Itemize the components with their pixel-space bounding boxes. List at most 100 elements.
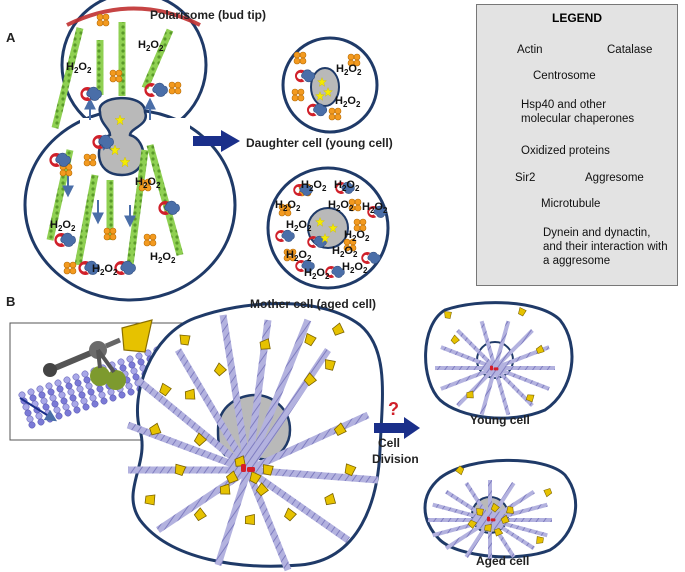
microtubule-subunit bbox=[63, 376, 71, 384]
sir2-star-icon bbox=[315, 216, 325, 227]
aggresome-icon bbox=[333, 422, 347, 436]
question-mark: ? bbox=[388, 399, 399, 419]
aggresome-icon bbox=[506, 506, 514, 514]
microtubule-subunit bbox=[26, 415, 34, 423]
sir2-star-icon bbox=[323, 86, 333, 97]
microtubule-subunit bbox=[40, 397, 48, 405]
aggresome-icon bbox=[262, 464, 274, 476]
aggresome-icon bbox=[331, 322, 345, 336]
microtubule-subunit bbox=[87, 388, 95, 396]
microtubule-subunit bbox=[38, 391, 46, 399]
h2o2-label: H2O2 bbox=[275, 199, 301, 213]
microtubule bbox=[493, 367, 511, 416]
aggresome-icon bbox=[219, 483, 231, 495]
legend-title: LEGEND bbox=[551, 11, 602, 25]
oxidized-protein-icon bbox=[373, 205, 387, 218]
h2o2-label: H2O2 bbox=[50, 219, 76, 233]
microtubule-subunit bbox=[29, 394, 37, 402]
chaperone-icon bbox=[307, 236, 317, 248]
mother-cell-label: Mother cell (aged cell) bbox=[250, 297, 377, 311]
catalase-icon bbox=[138, 178, 152, 192]
catalase-icon bbox=[96, 13, 110, 27]
aggresome-icon bbox=[344, 463, 357, 477]
catalase-icon bbox=[63, 261, 77, 275]
microtubule-subunit bbox=[18, 391, 26, 399]
microtubule-subunit bbox=[24, 409, 32, 417]
microtubule-subunit bbox=[132, 373, 140, 381]
centrosome-icon bbox=[490, 365, 499, 371]
microtubules-mother bbox=[126, 314, 379, 572]
microtubule-subunit bbox=[27, 388, 35, 396]
h2o2-label: H2O2 bbox=[286, 249, 312, 263]
aggresome-icon bbox=[179, 334, 191, 346]
microtubule bbox=[126, 421, 250, 474]
h2o2-label: H2O2 bbox=[286, 219, 312, 233]
oxidized-protein-icon bbox=[60, 232, 76, 247]
aggresome-icon bbox=[174, 463, 187, 476]
legend-hsp40-line1: Hsp40 and other bbox=[521, 99, 607, 111]
catalase-icon bbox=[348, 198, 362, 212]
polarisome-label: Polarisome (bud tip) bbox=[150, 8, 267, 22]
chaperone-icon bbox=[306, 103, 317, 117]
actin-filament bbox=[141, 28, 174, 90]
h2o2-label: H2O2 bbox=[301, 179, 327, 193]
h2o2-label: H2O2 bbox=[135, 176, 161, 190]
microtubule-subunit bbox=[49, 394, 57, 402]
h2o2-label: H2O2 bbox=[138, 39, 164, 53]
legend-oxidized: Oxidized proteins bbox=[521, 145, 610, 157]
microtubule-subunit bbox=[127, 388, 135, 396]
legend-dynein-line1: Dynein and dynactin, bbox=[543, 227, 651, 239]
oxidized-protein-icon bbox=[367, 251, 381, 264]
aggresome-icon bbox=[225, 470, 239, 484]
h2o2-label: H2O2 bbox=[334, 179, 360, 193]
aggresome-icon bbox=[159, 382, 172, 397]
microtubule bbox=[464, 481, 492, 522]
microtubule-subunit bbox=[135, 352, 143, 360]
legend-dynein-line3: a aggresome bbox=[543, 255, 611, 267]
aggresome-icon bbox=[525, 394, 535, 403]
panel-a-symbols bbox=[49, 13, 387, 278]
microtubule-subunit bbox=[85, 382, 93, 390]
aggresome-icon bbox=[450, 334, 460, 345]
catalase-icon bbox=[291, 88, 305, 102]
microtubule-subunit bbox=[73, 406, 81, 414]
aggresome-icon bbox=[149, 422, 162, 436]
microtubule-subunit bbox=[36, 385, 44, 393]
daughter-cell-label: Daughter cell (young cell) bbox=[246, 136, 393, 150]
h2o2-label: H2O2 bbox=[362, 201, 388, 215]
microtubule-subunit bbox=[81, 370, 89, 378]
microtubule-subunit bbox=[71, 400, 79, 408]
aggresome-icon bbox=[494, 527, 504, 537]
aggresome-icon bbox=[193, 507, 207, 522]
microtubule-subunit bbox=[100, 397, 108, 405]
sir2-star-icon bbox=[109, 144, 121, 156]
legend-box: LEGEND Actin Catalase Centrosome Hsp40 a… bbox=[476, 4, 678, 286]
microtubule-subunit bbox=[35, 412, 43, 420]
aggresome-icon bbox=[518, 307, 527, 317]
h2o2-label: H2O2 bbox=[328, 199, 354, 213]
panel-label-a: A bbox=[6, 30, 16, 45]
oxidized-protein-icon bbox=[299, 183, 313, 196]
oxidized-protein-icon bbox=[281, 229, 295, 242]
catalase-icon bbox=[347, 53, 361, 67]
microtubule-subunit bbox=[126, 355, 134, 363]
cell-division-label-2: Division bbox=[372, 452, 419, 466]
catalase-icon bbox=[293, 51, 307, 65]
sir2-star-icon bbox=[315, 90, 325, 101]
oxidized-protein-icon bbox=[301, 259, 315, 272]
microtubule bbox=[246, 411, 370, 474]
microtubule bbox=[489, 518, 548, 538]
microtubule-subunit bbox=[55, 412, 63, 420]
microtubule-subunit bbox=[74, 379, 82, 387]
aggresome-icon bbox=[303, 372, 317, 387]
h2o2-label: H2O2 bbox=[342, 261, 368, 275]
oxidized-protein-icon bbox=[120, 260, 136, 275]
catalase-icon bbox=[278, 203, 292, 217]
actin-filament bbox=[126, 149, 149, 266]
microtubule-subunit bbox=[37, 418, 45, 426]
actin-filament bbox=[146, 144, 184, 256]
oxidized-protein-icon bbox=[331, 265, 345, 278]
catalase-icon bbox=[283, 248, 297, 262]
